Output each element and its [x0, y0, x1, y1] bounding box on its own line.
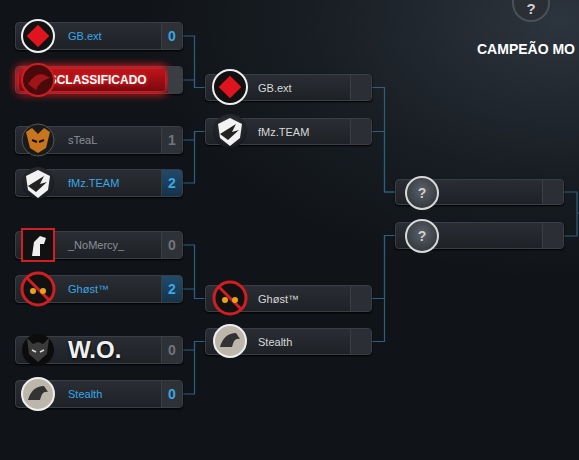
bracket-connector [183, 245, 205, 299]
score-box: 0 [161, 232, 182, 258]
bracket-connector [372, 88, 395, 193]
logo-fmz [22, 167, 54, 199]
unknown-mark: ? [514, 0, 548, 18]
disqualified-row: DESCLASSIFICADO [15, 66, 183, 94]
final-wire [564, 192, 579, 236]
score-box: 0 [161, 337, 182, 363]
logo-wolf [22, 334, 54, 366]
team-name: fMz.TEAM [258, 126, 309, 138]
team-row: Stealth [205, 328, 372, 355]
team-name: fMz.TEAM [68, 177, 119, 189]
team-name: _NoMercy_ [68, 239, 124, 251]
slot-end [350, 119, 371, 144]
team-name: Ghøst™ [68, 283, 109, 295]
team-row: GB.ext [205, 74, 372, 101]
logo-ghost [214, 282, 246, 314]
team-name: Stealth [68, 388, 102, 400]
team-name: sTeaL [68, 134, 97, 146]
team-row: Stealth 0 [15, 380, 183, 408]
score-box: 2 [161, 170, 182, 196]
bracket-connector [183, 36, 205, 88]
team-row: Ghøst™ [205, 285, 372, 312]
champion-slot: ? [512, 0, 550, 22]
logo-gbext [22, 20, 54, 52]
team-name: Stealth [258, 336, 292, 348]
unknown-mark: ? [405, 219, 439, 253]
bracket-connector [372, 236, 395, 299]
bracket-connector [372, 132, 395, 193]
logo-nomercy [22, 229, 54, 261]
team-name: GB.ext [258, 82, 292, 94]
logo-stealth [22, 378, 54, 410]
slot-end [542, 223, 563, 248]
logo-steal [22, 124, 54, 156]
team-row: fMz.TEAM [205, 118, 372, 145]
team-name: GB.ext [68, 30, 102, 42]
slot-end [350, 75, 371, 100]
bracket-connector [183, 132, 205, 184]
team-row: sTeaL 1 [15, 126, 183, 154]
logo-fmz [213, 114, 247, 148]
slot-end [542, 180, 563, 204]
bracket-connector [183, 289, 205, 299]
slot-end [350, 329, 371, 354]
bracket-connector [183, 342, 205, 395]
unknown-mark: ? [405, 176, 439, 210]
score-box: 0 [161, 23, 182, 49]
team-row: _NoMercy_ 0 [15, 231, 183, 259]
team-name: Ghøst™ [258, 293, 299, 305]
team-row: GB.ext 0 [15, 22, 183, 50]
score-box: 0 [161, 381, 182, 407]
score-box: 1 [161, 127, 182, 153]
bracket-connector [372, 236, 395, 342]
team-row: Ghøst™ 2 [15, 275, 183, 303]
team-row: fMz.TEAM 2 [15, 169, 183, 197]
team-row: W.O. 0 [15, 336, 183, 364]
pending-slot: ? [395, 222, 564, 249]
champion-heading: CAMPEÃO MO [477, 41, 575, 57]
logo-gbext [213, 70, 247, 104]
pending-slot: ? [395, 179, 564, 205]
logo-stealth [214, 325, 246, 357]
logo-ghost [22, 273, 54, 305]
slot-end [350, 286, 371, 311]
disqualified-text: DESCLASSIFICADO [32, 73, 147, 87]
logo-disqualified [22, 64, 54, 96]
bracket-connector [183, 80, 205, 88]
score-box [168, 67, 182, 93]
walkover-text: W.O. [68, 336, 121, 364]
score-box: 2 [161, 276, 182, 302]
